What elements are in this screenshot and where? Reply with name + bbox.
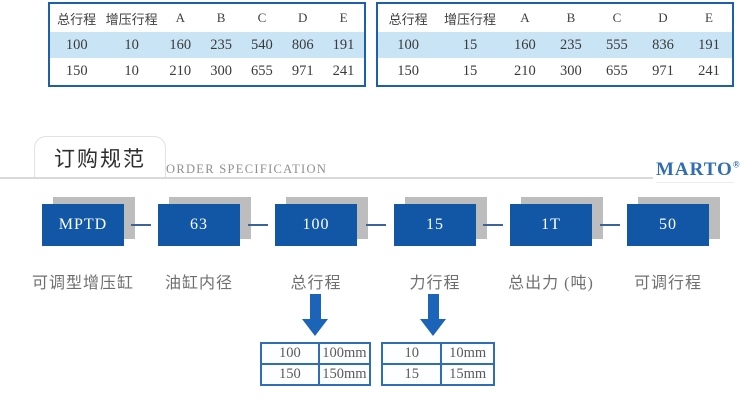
order-box-label: 可调行程 [633,275,703,292]
spec-header-row: 总行程增压行程 A B C D E [50,4,364,32]
spec-header-cell: A [520,10,530,25]
order-box: 50 [627,204,709,246]
connector-dash [247,224,268,226]
spec-cell: 555 [606,36,628,53]
order-box: MPTD [42,204,124,246]
order-box: 15 [394,204,476,246]
spec-header-cell: 总行程 [57,11,97,27]
spec-header-cell: D [658,10,668,25]
spec-header-cell: B [566,10,576,25]
spec-cell: 10 [124,36,139,53]
legend-cell: 15 [383,365,443,384]
spec-data-row: 100 10 160 235 540 806 191 [50,32,364,58]
spec-data-row: 150 15 210 300 655 971 241 [378,58,732,85]
spec-header-cell: C [257,10,267,25]
spec-cell: 160 [514,36,536,53]
legend-cell: 10mm [449,345,487,361]
section-subtitle: ORDER SPECIFICATION [166,162,328,176]
legend-row: 10 10mm [383,344,493,363]
legend-cell: 100mm [322,345,367,361]
spec-cell: 100 [65,36,88,53]
spec-header-cell: 增压行程 [444,11,497,27]
legend-cell: 150 [262,365,320,384]
legend-table: 10 10mm 15 15mm [381,342,495,386]
spec-cell: 10 [124,63,139,79]
arrow-head [302,319,328,336]
spec-cell: 210 [169,63,192,79]
spec-cell: 540 [251,36,273,53]
divider-line [0,177,653,179]
spec-cell: 836 [652,36,674,53]
spec-cell: 655 [251,63,273,79]
spec-header-cell: C [612,10,622,25]
divider-line-light [656,182,734,183]
order-box: 63 [158,204,240,246]
spec-header-cell: D [298,10,308,25]
spec-cell: 191 [698,36,720,53]
legend-cell: 10 [383,344,443,363]
spec-header-cell: A [175,10,185,25]
arrow-head [420,319,446,336]
spec-cell: 150 [397,63,419,79]
legend-cell: 100 [262,344,320,363]
spec-cell: 15 [462,36,478,53]
section-title-tab: 订购规范 [34,136,166,179]
connector-dash [599,224,620,226]
spec-cell: 15 [462,63,478,79]
order-box: 100 [275,204,357,246]
spec-data-row: 100 15 160 235 555 836 191 [378,32,732,58]
spec-cell: 210 [514,63,536,79]
spec-header-cell: 增压行程 [105,11,158,27]
order-box-label: 力行程 [409,275,461,292]
spec-header-row: 总行程增压行程 A B C D E [378,4,732,32]
order-box-label: 总出力 (吨) [508,275,594,292]
arrow-stem [309,294,321,319]
brand-logo: MARTO® [656,159,741,181]
spec-cell: 971 [652,63,674,79]
connector-dash [483,224,503,226]
spec-table-right: 总行程增压行程 A B C D E 100 15 160 235 555 836 191 150 15 210… [376,2,734,87]
legend-cell: 15mm [449,366,487,382]
brand-text: MARTO [656,159,733,180]
down-arrow-icon [302,294,328,336]
spec-cell: 191 [332,36,355,53]
registered-mark: ® [732,159,741,170]
spec-cell: 655 [606,63,628,79]
connector-dash [365,224,386,226]
spec-cell: 241 [698,63,720,79]
spec-header-cell: E [339,10,348,25]
order-box-label: 总行程 [290,275,342,292]
spec-header-cell: E [704,10,713,25]
section-title: 订购规范 [54,147,146,171]
spec-cell: 300 [210,63,232,79]
spec-data-row: 150 10 210 300 655 971 241 [50,58,364,85]
order-box-label: 油缸内径 [164,275,234,292]
legend-row: 15 15mm [383,363,493,384]
spec-cell: 235 [210,36,232,53]
spec-cell: 100 [397,36,419,53]
spec-cell: 971 [291,63,314,79]
spec-header-cell: B [216,10,226,25]
spec-header-cell: 总行程 [388,11,428,27]
spec-cell: 241 [332,63,355,79]
spec-cell: 235 [560,36,582,53]
arrow-stem [427,294,439,319]
spec-table-left: 总行程增压行程 A B C D E 100 10 160 235 540 806 191 150 10 210… [48,2,366,87]
spec-cell: 806 [291,36,314,53]
order-box: 1T [510,204,592,246]
connector-dash [131,224,151,226]
spec-cell: 300 [560,63,582,79]
spec-cell: 150 [65,63,88,79]
legend-cell: 150mm [322,366,367,382]
down-arrow-icon [420,294,446,336]
spec-cell: 160 [169,36,192,53]
order-box-label: 可调型增压缸 [31,275,135,292]
